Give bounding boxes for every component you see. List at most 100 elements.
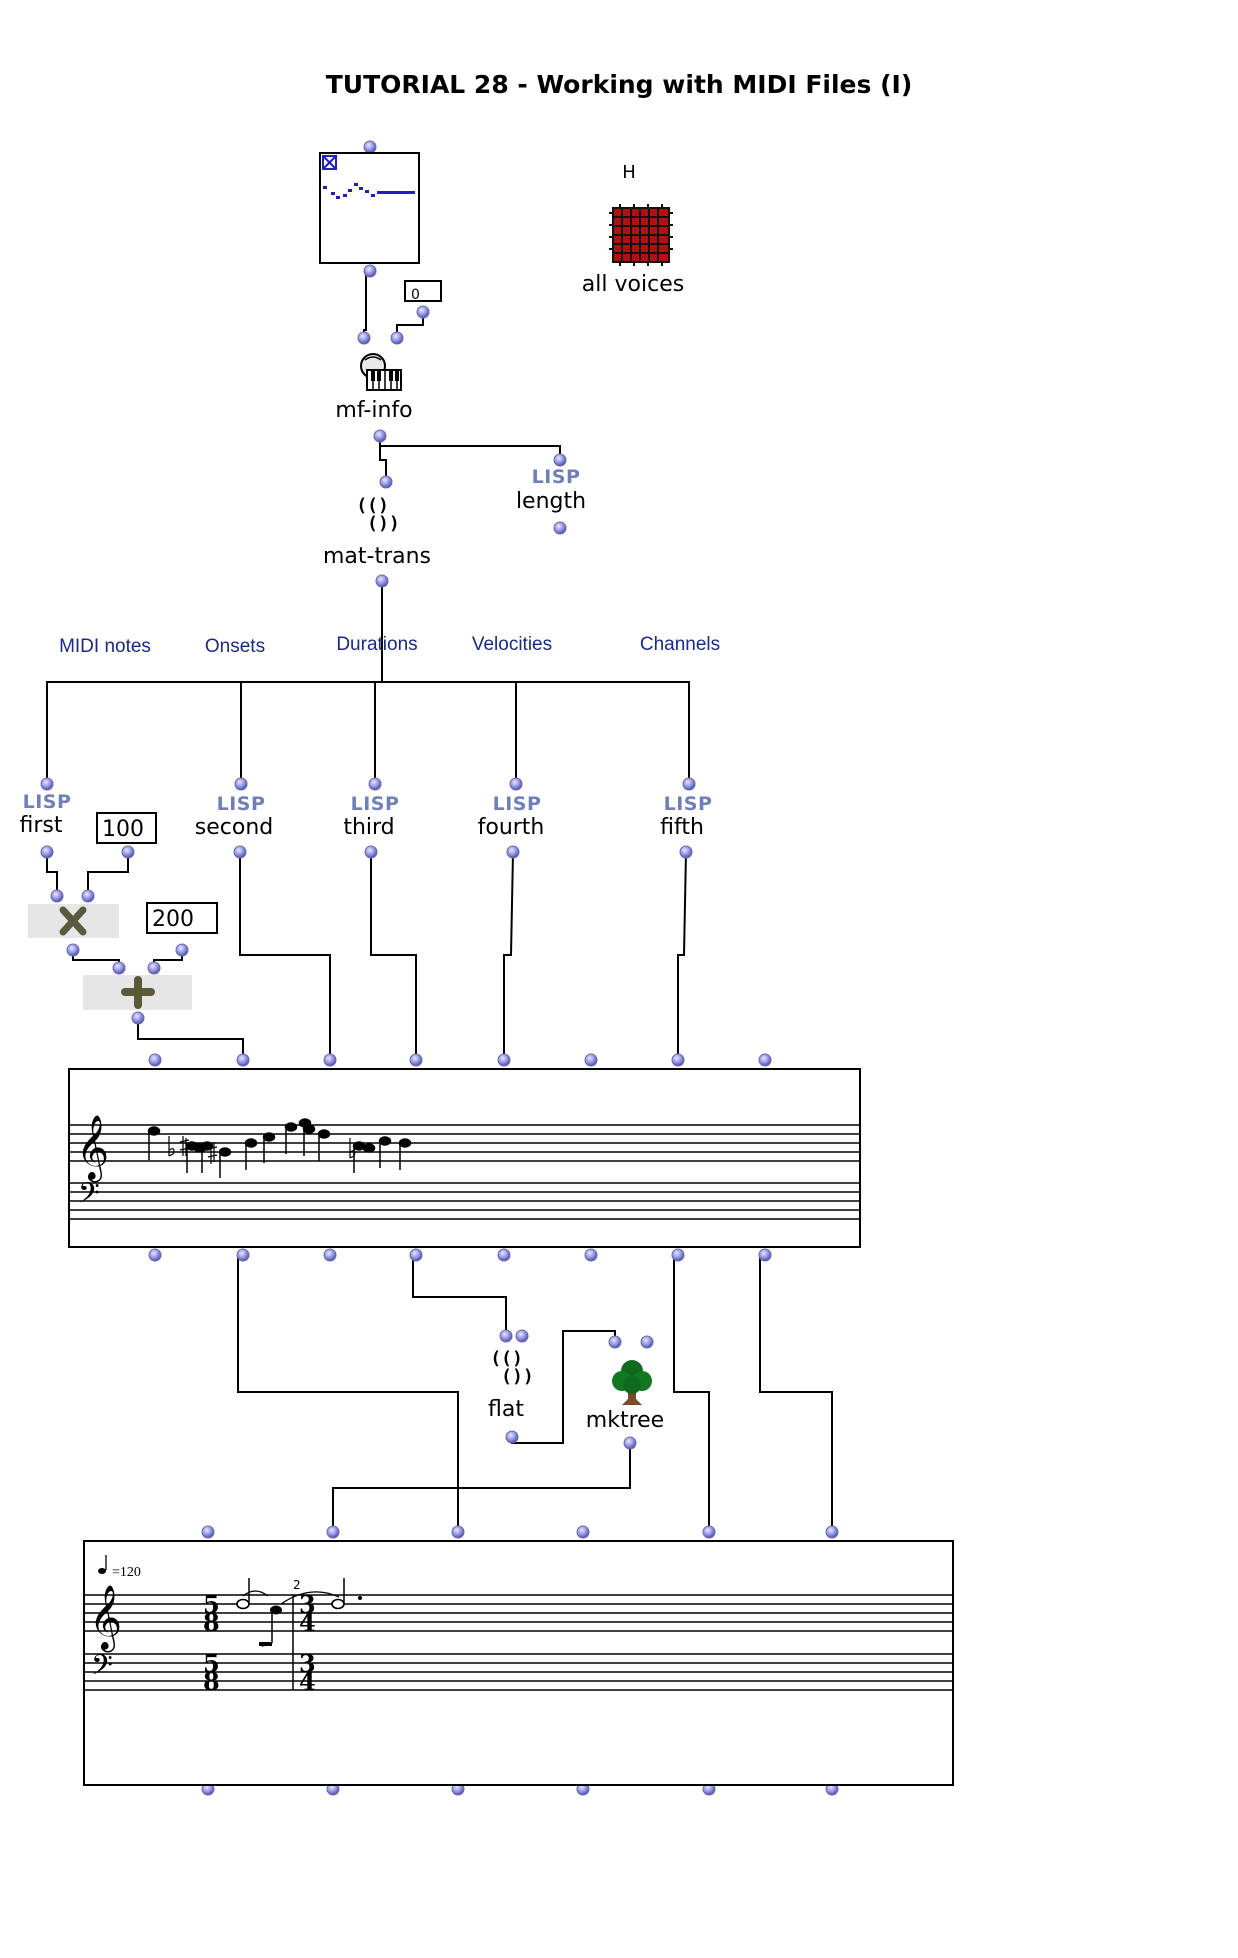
connector-dot[interactable] xyxy=(40,845,54,859)
connector-dot[interactable] xyxy=(50,889,64,903)
chord-seq-staff: 𝄞 𝄢 xyxy=(70,1115,859,1220)
midifile-box[interactable] xyxy=(319,152,420,264)
connector-dot[interactable] xyxy=(553,521,567,535)
connector-dot[interactable] xyxy=(364,845,378,859)
track-number-box[interactable]: 0 xyxy=(404,280,442,302)
connector-dot[interactable] xyxy=(409,1053,423,1067)
connector-dot[interactable] xyxy=(390,331,404,345)
connector-dot[interactable] xyxy=(506,845,520,859)
connector-dot[interactable] xyxy=(147,961,161,975)
lisp-tag[interactable]: LISP xyxy=(663,793,713,815)
connection xyxy=(237,1255,459,1532)
connector-dot[interactable] xyxy=(373,429,387,443)
matrix-icon[interactable]: (() ()) xyxy=(356,495,400,534)
connector-dot[interactable] xyxy=(640,1335,654,1349)
third-label: third xyxy=(343,815,395,840)
connector-dot[interactable] xyxy=(40,777,54,791)
voice-staff: =120 𝄞 𝄢 58 58 34 34 2 xyxy=(85,1555,952,1696)
connector-dot[interactable] xyxy=(679,845,693,859)
connector-dot[interactable] xyxy=(326,1525,340,1539)
connector-dot[interactable] xyxy=(236,1248,250,1262)
add-box[interactable] xyxy=(83,975,192,1010)
connection xyxy=(503,851,514,1060)
connection xyxy=(46,581,383,784)
bass-clef-icon: 𝄢 xyxy=(78,1177,100,1217)
connector-dot[interactable] xyxy=(357,331,371,345)
grid-icon[interactable] xyxy=(609,204,673,266)
connector-dot[interactable] xyxy=(375,574,389,588)
multiplier-value-box[interactable]: 100 xyxy=(96,812,157,844)
connector-dot[interactable] xyxy=(416,305,430,319)
tempo-text: =120 xyxy=(112,1565,141,1580)
comment-durations: Durations xyxy=(336,634,418,655)
connection xyxy=(374,681,382,784)
connector-dot[interactable] xyxy=(236,1053,250,1067)
multiply-icon xyxy=(59,906,87,936)
connector-dot[interactable] xyxy=(499,1329,513,1343)
connector-dot[interactable] xyxy=(584,1248,598,1262)
connector-dot[interactable] xyxy=(323,1053,337,1067)
lisp-tag[interactable]: LISP xyxy=(216,793,266,815)
flat-label: flat xyxy=(488,1397,524,1422)
connector-dot[interactable] xyxy=(758,1053,772,1067)
connector-dot[interactable] xyxy=(131,1011,145,1025)
lisp-tag[interactable]: LISP xyxy=(531,466,581,488)
connector-dot[interactable] xyxy=(363,264,377,278)
connection xyxy=(87,852,129,896)
connector-dot[interactable] xyxy=(553,453,567,467)
connector-dot[interactable] xyxy=(323,1248,337,1262)
connector-dot[interactable] xyxy=(608,1335,622,1349)
chord-seq-box[interactable]: 𝄞 𝄢 xyxy=(68,1068,861,1248)
connector-dot[interactable] xyxy=(505,1430,519,1444)
connector-dot[interactable] xyxy=(497,1248,511,1262)
connection xyxy=(240,681,382,784)
connector-dot[interactable] xyxy=(233,845,247,859)
connector-dot[interactable] xyxy=(497,1053,511,1067)
comment-midi-notes: MIDI notes xyxy=(59,636,151,657)
comment-channels: Channels xyxy=(639,634,721,655)
connector-dot[interactable] xyxy=(175,943,189,957)
connector-dot[interactable] xyxy=(702,1525,716,1539)
connector-dot[interactable] xyxy=(81,889,95,903)
connector-dot[interactable] xyxy=(234,777,248,791)
offset-value-box[interactable]: 200 xyxy=(146,902,218,934)
connector-dot[interactable] xyxy=(409,1248,423,1262)
fourth-label: fourth xyxy=(477,815,545,840)
connector-dot[interactable] xyxy=(584,1053,598,1067)
piano-info-icon[interactable] xyxy=(357,352,403,392)
matrix-icon[interactable]: (() ()) xyxy=(490,1348,534,1387)
lisp-tag[interactable]: LISP xyxy=(350,793,400,815)
add-icon xyxy=(121,976,155,1009)
tuplet-number: 2 xyxy=(293,1578,301,1592)
connector-dot[interactable] xyxy=(509,777,523,791)
connection xyxy=(677,851,687,1060)
connector-dot[interactable] xyxy=(66,943,80,957)
meter1-top: 5 xyxy=(203,1590,220,1619)
connector-dot[interactable] xyxy=(682,777,696,791)
connector-dot[interactable] xyxy=(671,1248,685,1262)
connector-dot[interactable] xyxy=(623,1436,637,1450)
connector-dot[interactable] xyxy=(825,1525,839,1539)
lisp-tag[interactable]: LISP xyxy=(22,791,72,813)
connection xyxy=(370,852,417,1060)
connector-dot[interactable] xyxy=(112,961,126,975)
connector-dot[interactable] xyxy=(148,1248,162,1262)
connector-dot[interactable] xyxy=(201,1525,215,1539)
connector-dot[interactable] xyxy=(368,777,382,791)
mf-info-label: mf-info xyxy=(335,398,413,423)
connector-dot[interactable] xyxy=(451,1525,465,1539)
connector-dot[interactable] xyxy=(758,1248,772,1262)
bass-clef-icon: 𝄢 xyxy=(91,1649,113,1689)
connector-dot[interactable] xyxy=(148,1053,162,1067)
connector-dot[interactable] xyxy=(576,1525,590,1539)
connector-dot[interactable] xyxy=(379,475,393,489)
connector-dot[interactable] xyxy=(515,1329,529,1343)
multiply-box[interactable] xyxy=(28,904,119,938)
connection xyxy=(137,1018,244,1060)
treble-clef-icon: 𝄞 xyxy=(89,1585,122,1652)
tree-icon[interactable] xyxy=(610,1357,654,1409)
connector-dot[interactable] xyxy=(671,1053,685,1067)
lisp-tag[interactable]: LISP xyxy=(492,793,542,815)
connector-dot[interactable] xyxy=(121,845,135,859)
